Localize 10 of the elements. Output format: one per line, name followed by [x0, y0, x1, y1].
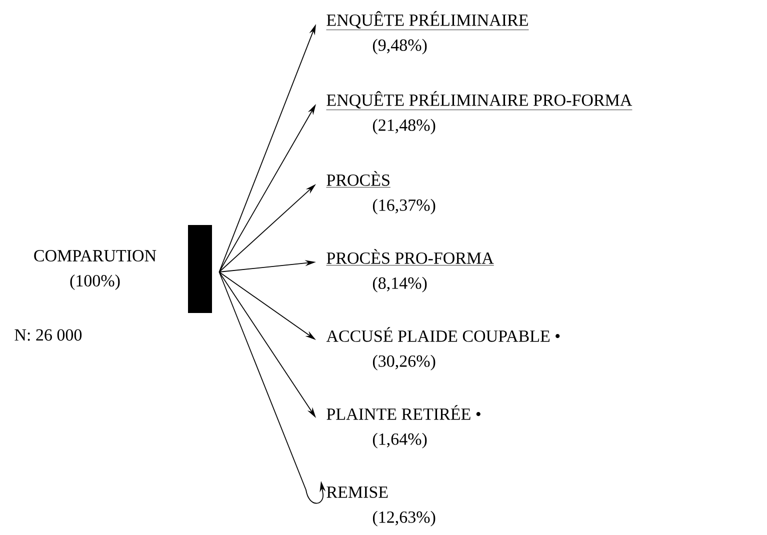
bar-shape	[188, 225, 212, 313]
outcome-label: REMISE (12,63%)	[326, 486, 436, 526]
outcome-label: ACCUSÉ PLAIDE COUPABLE • (30,26%)	[326, 327, 560, 370]
outcome-label: ENQUÊTE PRÉLIMINAIRE (9,48%)	[326, 11, 529, 54]
count-label: N: 26 000	[14, 329, 82, 341]
outcome-label: PLAINTE RETIRÉE • (1,64%)	[326, 405, 480, 448]
outcome-label: PROCÈS PRO-FORMA (8,14%)	[326, 249, 494, 292]
outcome-label: PROCÈS (16,37%)	[326, 171, 436, 214]
beside-label: COMPARUTION (100%)	[34, 250, 156, 290]
outcome-label: ENQUÊTE PRÉLIMINAIRE PRO-FORMA (21,48%)	[326, 91, 632, 134]
